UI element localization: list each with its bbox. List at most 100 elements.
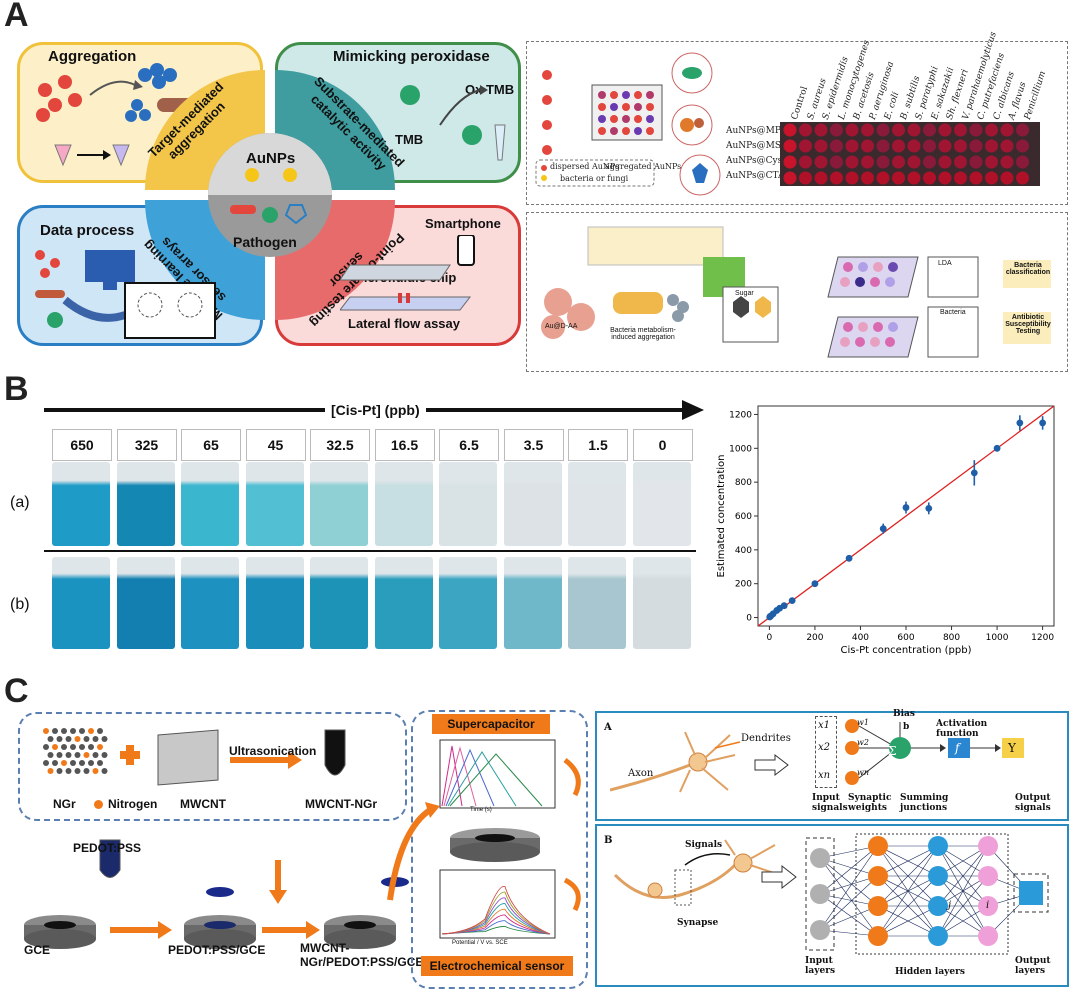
well	[954, 139, 967, 153]
well	[845, 123, 859, 137]
concentration-label: 1.5	[568, 429, 628, 461]
nitrogen-label: Nitrogen	[108, 797, 158, 811]
nn-edge	[819, 875, 879, 931]
lattice-atom	[92, 752, 99, 758]
well	[1016, 171, 1029, 185]
lattice-atom	[61, 744, 67, 750]
lattice-atom	[52, 744, 58, 750]
well	[938, 155, 952, 169]
nn-node	[978, 836, 998, 856]
nn-edge	[937, 845, 989, 907]
synaptic-weights-label: Synaptic weights	[848, 793, 892, 813]
well	[907, 123, 921, 137]
box-b-letter: B	[604, 835, 613, 846]
data-point	[925, 504, 933, 512]
tube-a	[503, 462, 562, 546]
y-tick-label: 1000	[729, 444, 752, 454]
w2-label: w2	[857, 738, 869, 747]
concentration-label: 16.5	[374, 429, 435, 461]
well	[814, 171, 828, 185]
tube-b	[439, 557, 497, 649]
well	[1016, 123, 1029, 137]
well	[923, 155, 936, 169]
well	[830, 171, 843, 185]
row-label-ctab: AuNPs@CTAB	[726, 171, 792, 181]
concentration-label: 32.5	[310, 429, 370, 461]
y-tick-label: 600	[735, 512, 752, 522]
well	[1000, 171, 1014, 185]
lattice-atom	[97, 744, 103, 750]
activation-label: Activation function	[936, 719, 988, 739]
well	[845, 171, 859, 185]
lattice-atom	[70, 760, 76, 766]
well	[892, 155, 905, 169]
lattice-atom	[79, 760, 85, 766]
lda-label: LDA	[938, 260, 952, 267]
x-tick-label: 200	[806, 633, 823, 643]
center-petals	[145, 70, 395, 320]
well	[1000, 155, 1014, 169]
data-point	[993, 444, 1001, 452]
wn-label: wn	[857, 768, 869, 777]
nn-node	[868, 896, 888, 916]
lattice-atom	[88, 760, 94, 766]
tube-a	[181, 462, 239, 546]
nn-edge	[819, 857, 879, 907]
lattice-atom	[43, 760, 49, 766]
nn-edge	[819, 875, 879, 895]
synapse-label: Synapse	[677, 918, 719, 928]
xn-label: xn	[818, 770, 831, 781]
tube-b	[245, 557, 304, 649]
well	[892, 139, 905, 153]
center-aunps: AuNPs	[246, 150, 296, 167]
aggregation-illustration	[36, 63, 201, 167]
well	[954, 171, 967, 185]
panel-label-c: C	[4, 672, 29, 710]
network-model-box	[595, 824, 1069, 987]
lattice-atom	[101, 752, 108, 758]
well	[861, 139, 874, 153]
tube-a	[439, 462, 497, 546]
well	[907, 171, 921, 185]
data-point	[902, 504, 910, 511]
nn-node	[978, 896, 998, 916]
hidden-layers-label: Hidden layers	[895, 967, 965, 977]
lattice-atom	[56, 768, 63, 774]
tube-b	[116, 557, 175, 649]
well	[830, 139, 843, 153]
lattice-atom	[61, 760, 67, 766]
well	[799, 123, 812, 137]
well	[799, 139, 812, 153]
nn-edge	[819, 857, 879, 937]
array-schematic	[535, 52, 721, 196]
well	[845, 155, 859, 169]
well	[969, 155, 983, 169]
potential-axis-label: Potential / V vs. SCE	[452, 940, 508, 946]
tube-a	[632, 462, 691, 546]
well	[1016, 155, 1029, 169]
output-layers-label: Output layers	[1015, 956, 1051, 976]
tube-a	[245, 462, 304, 546]
nn-edge	[819, 845, 879, 931]
nn-edge	[877, 875, 939, 937]
lattice-atom	[97, 760, 103, 766]
lattice-atom	[92, 736, 99, 742]
nn-edge	[819, 845, 879, 895]
sensor-array-box	[526, 41, 1068, 205]
well	[861, 155, 874, 169]
output-signals-label: Output signals	[1015, 793, 1051, 813]
mwcnt-ngr-label: MWCNT-NGr	[305, 797, 377, 811]
f-symbol: f	[955, 741, 960, 755]
nn-node	[978, 866, 998, 886]
bias-label: Bias	[893, 709, 915, 719]
final-electrode-line1: MWCNT-	[300, 941, 350, 955]
well	[783, 123, 797, 137]
nn-edge	[937, 845, 989, 937]
lattice-atom	[88, 744, 94, 750]
tube-a	[116, 462, 175, 546]
final-electrode-line2: NGr/PEDOT:PSS/GCE	[300, 955, 424, 969]
well	[814, 123, 828, 137]
ngr-label: NGr	[53, 797, 76, 811]
x-axis-label: Cis-Pt concentration (ppb)	[841, 645, 972, 656]
well	[876, 139, 890, 153]
